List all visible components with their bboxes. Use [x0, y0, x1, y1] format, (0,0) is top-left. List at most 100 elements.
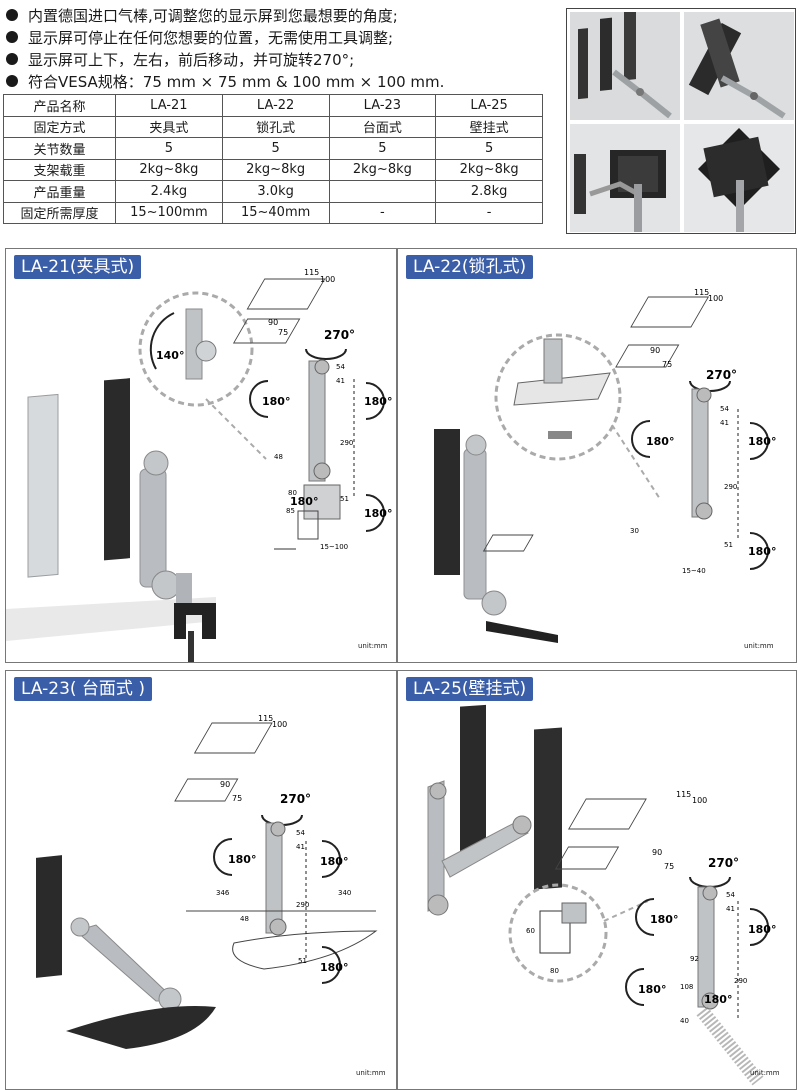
bullet-icon [6, 53, 18, 65]
dim-label: 180° [646, 435, 674, 448]
spec-table: 产品名称 LA-21 LA-22 LA-23 LA-25 固定方式 夹具式 锁孔… [3, 94, 543, 224]
panel-la21: LA-21(夹具式) 115 100 [5, 248, 397, 663]
photo-graphic [570, 124, 680, 232]
dim-label: 115 [694, 288, 709, 297]
bullet-icon [6, 31, 18, 43]
dim-label: 346 [216, 889, 230, 897]
unit-label: unit:mm [356, 1069, 386, 1077]
table-header-cell: 产品名称 [3, 94, 116, 117]
dim-label: 85 [286, 507, 295, 515]
dim-label: 180° [320, 961, 348, 974]
photo-rotated-monitor [684, 124, 794, 232]
dim-label: 80 [288, 489, 297, 497]
unit-label: unit:mm [744, 642, 774, 650]
dim-label: 270° [708, 856, 739, 870]
bullet-icon [6, 75, 18, 87]
feature-text: 符合VESA规格：75 mm × 75 mm & 100 mm × 100 mm… [28, 72, 445, 91]
feature-text: 内置德国进口气棒,可调整您的显示屏到您最想要的角度; [28, 6, 398, 25]
dim-label: 180° [320, 855, 348, 868]
dim-label: 41 [720, 419, 729, 427]
table-row: 关节数量 5 5 5 5 [3, 137, 543, 160]
la22-drawing: 115 100 90 75 270° 180° 180° 180° 54 41 … [434, 288, 776, 643]
unit-label: unit:mm [750, 1069, 780, 1077]
dim-label: 15~100 [320, 543, 348, 551]
dim-label: 180° [704, 993, 732, 1006]
panel-label: LA-25(壁挂式) [406, 677, 534, 701]
panel-la25: LA-25(壁挂式) 115 100 90 75 270° 180° 180° … [397, 670, 797, 1090]
feature-text: 显示屏可停止在任何您想要的位置，无需使用工具调整; [28, 28, 394, 47]
panel-label: LA-23( 台面式 ) [14, 677, 152, 701]
dim-label: 75 [278, 328, 288, 337]
dim-label: 290 [340, 439, 353, 447]
table-cell: 3.0kg [221, 180, 330, 203]
dim-label: 340 [338, 889, 351, 897]
dim-label: 51 [340, 495, 349, 503]
table-cell: 关节数量 [3, 137, 116, 160]
photo-graphic [684, 124, 794, 232]
dim-label: 41 [296, 843, 305, 851]
dim-label: 270° [706, 368, 737, 382]
feature-list: 内置德国进口气棒,可调整您的显示屏到您最想要的角度; 显示屏可停止在任何您想要的… [6, 4, 556, 92]
dim-label: 75 [664, 862, 674, 871]
dim-label: 90 [220, 780, 230, 789]
table-cell: 台面式 [328, 115, 437, 138]
product-photo-grid [566, 8, 796, 234]
table-cell: 15~100mm [115, 201, 223, 224]
table-cell: 2kg~8kg [221, 158, 330, 181]
dim-label: 90 [650, 346, 660, 355]
dim-label: 100 [692, 796, 707, 805]
dim-label: 60 [526, 927, 535, 935]
la21-drawing: 115 100 90 75 270° 180° 180° 180° 180° 1… [6, 268, 392, 662]
dim-label: 180° [228, 853, 256, 866]
dim-label: 48 [274, 453, 283, 461]
la23-drawing: 115 100 90 75 270° 180° 180° 180° 54 41 … [36, 714, 378, 1049]
dim-label: 180° [650, 913, 678, 926]
dim-label: 115 [304, 268, 319, 277]
table-row: 固定方式 夹具式 锁孔式 台面式 壁挂式 [3, 115, 543, 138]
table-header-cell: LA-25 [435, 94, 543, 117]
dim-label: 90 [268, 318, 278, 327]
table-cell: 5 [221, 137, 330, 160]
table-cell: 锁孔式 [221, 115, 330, 138]
dim-label: 180° [364, 395, 392, 408]
table-cell: 2.4kg [115, 180, 223, 203]
bullet-icon [6, 9, 18, 21]
table-header-row: 产品名称 LA-21 LA-22 LA-23 LA-25 [3, 94, 543, 117]
dim-label: 30 [630, 527, 639, 535]
table-cell: 壁挂式 [435, 115, 543, 138]
dim-label: 115 [258, 714, 273, 723]
dim-label: 41 [726, 905, 735, 913]
dim-label: 15~40 [682, 567, 706, 575]
unit-label: unit:mm [358, 642, 388, 650]
dim-label: 180° [748, 545, 776, 558]
table-header-cell: LA-23 [328, 94, 437, 117]
panel-label: LA-21(夹具式) [14, 255, 142, 279]
panel-la23: LA-23( 台面式 ) 115 100 90 75 270° 180° 180… [5, 670, 397, 1090]
dim-label: 290 [734, 977, 747, 985]
dim-label: 180° [364, 507, 392, 520]
table-cell: 5 [115, 137, 223, 160]
dim-label: 100 [708, 294, 723, 303]
table-cell: - [328, 201, 437, 224]
dim-label: 90 [652, 848, 662, 857]
la25-drawing: 115 100 90 75 270° 180° 180° 180° 180° 5… [427, 704, 776, 1086]
feature-text: 显示屏可上下，左右，前后移动，并可旋转270°; [28, 50, 355, 69]
table-cell: 2kg~8kg [328, 158, 437, 181]
dim-label: 51 [298, 957, 307, 965]
feature-item: 显示屏可停止在任何您想要的位置，无需使用工具调整; [6, 26, 556, 48]
feature-item: 显示屏可上下，左右，前后移动，并可旋转270°; [6, 48, 556, 70]
dim-label: 180° [638, 983, 666, 996]
table-cell [328, 180, 437, 203]
dim-label: 140° [156, 349, 184, 362]
dim-label: 40 [680, 1017, 689, 1025]
dim-label: 180° [748, 923, 776, 936]
dim-label: 92 [690, 955, 699, 963]
table-row: 支架载重 2kg~8kg 2kg~8kg 2kg~8kg 2kg~8kg [3, 158, 543, 181]
table-cell: 2kg~8kg [115, 158, 223, 181]
table-header-cell: LA-21 [115, 94, 223, 117]
dim-label: 54 [336, 363, 345, 371]
table-cell: 夹具式 [115, 115, 223, 138]
feature-item: 内置德国进口气棒,可调整您的显示屏到您最想要的角度; [6, 4, 556, 26]
photo-monitor-back [570, 124, 680, 232]
dim-label: 41 [336, 377, 345, 385]
